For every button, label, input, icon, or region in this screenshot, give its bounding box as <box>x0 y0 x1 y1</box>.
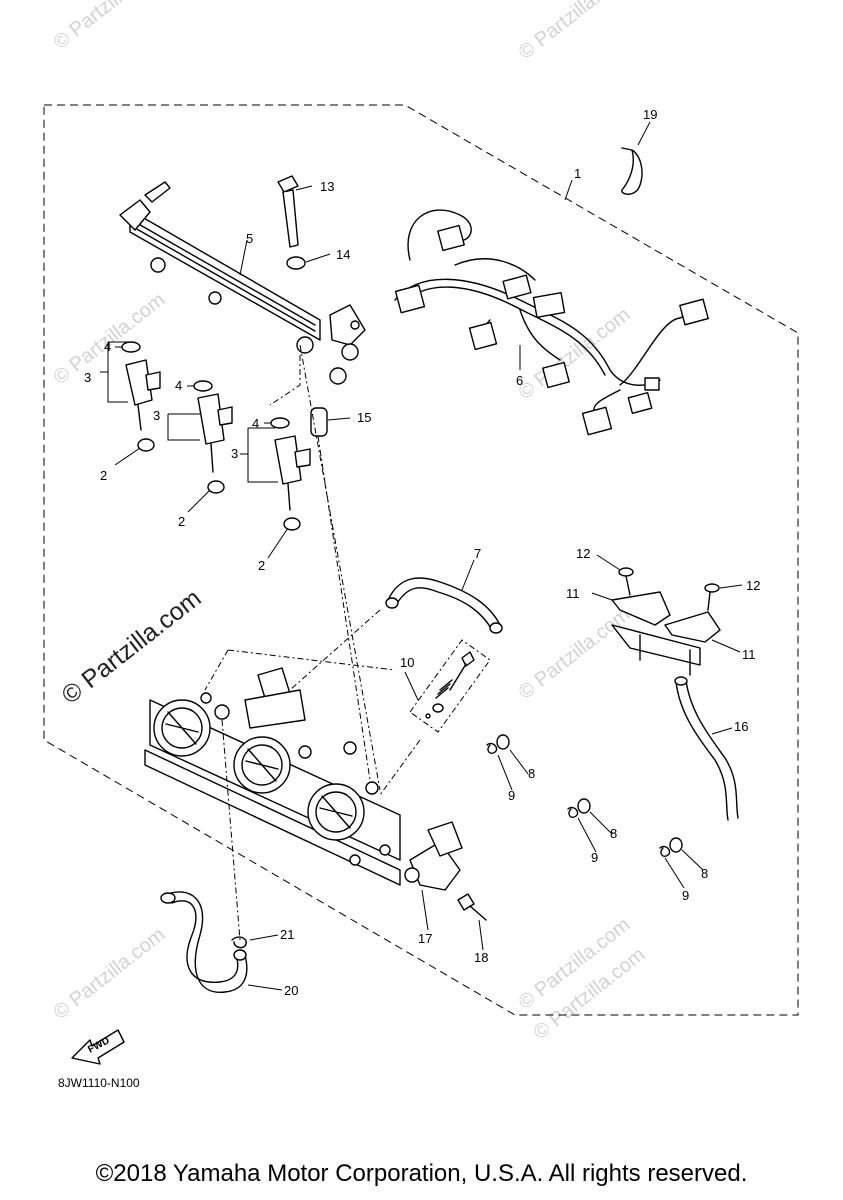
callout-number: 2 <box>258 558 265 573</box>
callout-number: 6 <box>516 373 523 388</box>
throttle-position-sensor <box>404 821 463 891</box>
watermarks: © Partzilla.com © Partzilla.com © Partzi… <box>50 0 650 1044</box>
collar-15 <box>310 407 328 437</box>
callout-number: 7 <box>474 546 481 561</box>
wire-harness <box>394 209 709 436</box>
diagram-code: 8JW1110-N100 <box>58 1076 140 1090</box>
throttle-body <box>144 667 401 886</box>
hose-20-end <box>160 892 176 904</box>
callout-number: 4 <box>252 416 259 431</box>
callout-number: 14 <box>336 247 350 262</box>
watermark: © Partzilla.com <box>515 304 635 404</box>
callout-number: 12 <box>746 578 760 593</box>
watermark-large: © Partzilla.com <box>56 584 206 710</box>
guide-lines <box>204 344 421 941</box>
hose-7-end <box>489 622 503 634</box>
callout-number: 9 <box>508 788 515 803</box>
cap-and-clip <box>659 837 683 857</box>
clip-19 <box>621 147 643 195</box>
callout-number: 3 <box>84 370 91 385</box>
hose-7-end <box>385 597 399 609</box>
callout-number: 12 <box>576 546 590 561</box>
bolt-12 <box>704 583 720 611</box>
callout-number: 15 <box>357 410 371 425</box>
callout-number: 21 <box>280 927 294 942</box>
copyright-notice: ©2018 Yamaha Motor Corporation, U.S.A. A… <box>95 1160 748 1187</box>
cap-and-clip <box>486 734 510 754</box>
callout-number: 10 <box>400 655 414 670</box>
callout-number: 11 <box>566 586 580 601</box>
injector <box>193 380 233 494</box>
callout-number: 8 <box>610 826 617 841</box>
hose-20 <box>164 891 248 993</box>
callout-number: 8 <box>528 766 535 781</box>
callout-number: 1 <box>574 166 581 181</box>
injector <box>270 417 311 531</box>
bolt-12 <box>618 567 634 596</box>
watermark: © Partzilla.com <box>515 604 635 704</box>
callout-number: 8 <box>701 866 708 881</box>
callout-number: 4 <box>104 339 111 354</box>
callout-number: 17 <box>418 931 432 946</box>
screw-18 <box>457 893 487 921</box>
callout-number: 13 <box>320 179 334 194</box>
callout-number: 2 <box>100 468 107 483</box>
callout-number: 4 <box>175 378 182 393</box>
bracket-11 <box>611 591 721 676</box>
watermark: © Partzilla.com <box>50 0 170 54</box>
callouts: 1 2 2 2 3 3 3 4 4 4 5 6 7 8 8 8 9 9 9 10… <box>84 107 760 998</box>
callout-number: 9 <box>682 888 689 903</box>
callout-number: 2 <box>178 514 185 529</box>
fuel-rail <box>119 181 366 385</box>
injector <box>121 341 161 452</box>
hose-20-end <box>233 949 247 961</box>
clamp-21 <box>231 936 247 949</box>
callout-number: 19 <box>643 107 657 122</box>
hose-16-end <box>674 676 688 686</box>
assembly-boundary <box>43 104 799 1016</box>
leader-lines <box>100 121 743 991</box>
watermark: © Partzilla.com <box>50 924 170 1024</box>
callout-number: 9 <box>591 850 598 865</box>
hose-16 <box>675 679 739 821</box>
screw-set <box>425 651 475 719</box>
callout-number: 3 <box>153 408 160 423</box>
screw-set-box <box>409 639 491 733</box>
cap-and-clip <box>567 798 591 818</box>
hose-7 <box>387 577 501 631</box>
watermark: © Partzilla.com <box>515 0 635 64</box>
callout-number: 20 <box>284 983 298 998</box>
callout-number: 5 <box>246 231 253 246</box>
bolt-13 <box>277 175 299 248</box>
washer-14 <box>286 256 306 270</box>
callout-number: 18 <box>474 950 488 965</box>
callout-number: 3 <box>231 446 238 461</box>
callout-number: 11 <box>742 647 756 662</box>
callout-number: 16 <box>734 719 748 734</box>
fwd-arrow: FWD <box>71 1029 125 1065</box>
